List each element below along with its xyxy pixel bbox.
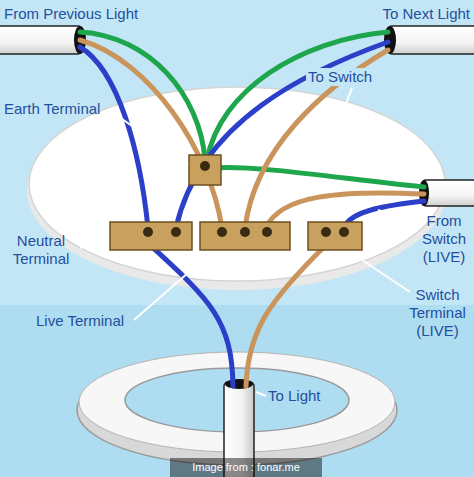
- neutral-wire: [176, 42, 388, 228]
- switch-terminal: [308, 222, 362, 250]
- cable-label: From Previous Light: [4, 5, 138, 23]
- terminal-label: Neutral Terminal: [4, 232, 78, 268]
- terminal-hole: [321, 227, 331, 237]
- terminal-hole: [217, 227, 227, 237]
- cable-label: From Switch (LIVE): [417, 212, 471, 266]
- cable-end: [225, 379, 253, 389]
- cable-switch: [422, 180, 474, 206]
- neutral-terminal: [110, 222, 192, 250]
- light-switched-wire: [246, 245, 326, 386]
- leader-line: [350, 252, 410, 292]
- terminal-label: Switch Terminal (LIVE): [404, 286, 471, 340]
- leader-line: [112, 112, 188, 165]
- terminal-hole: [262, 227, 272, 237]
- leader-line: [256, 392, 266, 396]
- wires: [80, 32, 424, 386]
- terminal-hole: [171, 227, 181, 237]
- earth-wire: [80, 32, 205, 160]
- live-terminal: [200, 222, 290, 250]
- leader-line: [332, 88, 352, 140]
- terminal-hole: [240, 227, 250, 237]
- cable-label: To Switch: [306, 68, 374, 86]
- terminal-label: Live Terminal: [36, 312, 124, 330]
- terminal-hole: [200, 161, 210, 171]
- live-wire: [245, 50, 388, 228]
- watermark: Image from : fonar.me: [170, 460, 322, 475]
- terminal-label: Earth Terminal: [4, 100, 100, 118]
- cable-next: [388, 26, 474, 54]
- cable-previous: [0, 26, 82, 54]
- leader-line: [378, 210, 418, 224]
- live-wire: [80, 40, 222, 228]
- light-neutral-wire: [150, 245, 233, 386]
- leader-line: [80, 238, 108, 248]
- leader-line: [134, 252, 212, 320]
- terminal-hole: [143, 227, 153, 237]
- earth-terminal: [189, 155, 221, 185]
- watermark-bar: [170, 458, 322, 477]
- cable-label: To Light: [268, 387, 321, 405]
- terminals: [110, 155, 362, 250]
- earth-wire: [214, 168, 424, 187]
- neutral-wire: [80, 47, 148, 228]
- leader-lines: [80, 88, 418, 396]
- cable-label: To Next Light: [340, 5, 470, 23]
- terminal-hole: [339, 227, 349, 237]
